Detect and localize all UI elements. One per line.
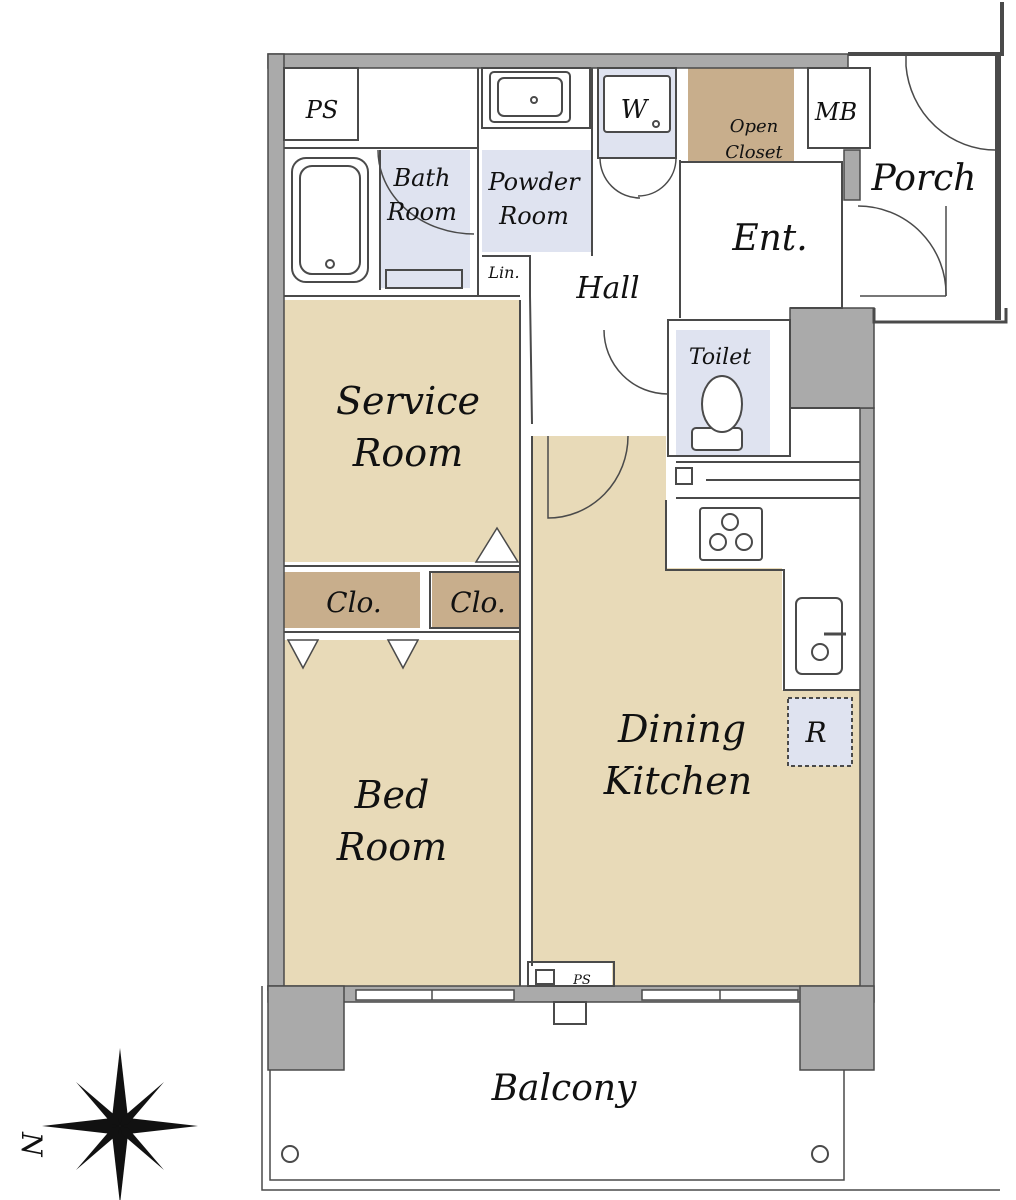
label-powder-line2: Room	[498, 202, 569, 230]
label-service-line1: Service	[336, 379, 480, 423]
label-service-line2: Room	[352, 431, 463, 475]
bathtub-drain	[325, 259, 335, 269]
dining-kitchen-floor	[532, 436, 860, 986]
label-closet-left: Clo.	[326, 586, 382, 619]
label-bath-line1: Bath	[392, 164, 450, 192]
porch-outline	[848, 2, 1004, 56]
label-ps-top: PS	[305, 96, 339, 124]
label-ps-bottom: PS	[572, 973, 591, 988]
label-dining-line2: Kitchen	[603, 759, 753, 803]
closet-door-marker-1	[286, 639, 320, 670]
stove	[699, 507, 763, 561]
label-open-closet-line2: Closet	[725, 142, 783, 163]
wall-right	[859, 407, 875, 1003]
closet-right-floor	[432, 572, 520, 628]
balcony-outline	[261, 986, 1000, 1191]
room-labels: PS Bath Room Powder Room W Open Closet M…	[305, 95, 977, 1109]
label-powder-line1: Powder	[487, 168, 581, 196]
label-washer: W	[621, 95, 650, 125]
label-open-closet-line1: Open	[730, 116, 779, 137]
walls	[267, 53, 875, 1071]
pillar-entrance	[789, 307, 875, 409]
compass-rose-icon	[42, 1048, 198, 1200]
wall-left	[267, 53, 285, 991]
label-bath-line2: Room	[386, 198, 457, 226]
balcony-inner	[269, 1070, 845, 1181]
fixtures	[281, 71, 853, 1163]
stove-burners	[709, 513, 753, 551]
toilet-bowl	[701, 375, 743, 433]
label-linen: Lin.	[487, 263, 519, 282]
label-porch: Porch	[871, 158, 977, 199]
compass-north-label: N	[15, 1131, 48, 1158]
bath-room-floor	[380, 150, 470, 288]
refrigerator-space	[787, 697, 853, 767]
wall-porch-post	[843, 149, 861, 201]
balcony-drain-left	[281, 1145, 299, 1163]
closet-door-marker-3	[474, 526, 520, 563]
kitchen-sink	[795, 597, 843, 675]
label-hall: Hall	[575, 271, 639, 306]
doors	[377, 54, 997, 519]
pillar-right	[799, 985, 875, 1071]
label-closet-right: Clo.	[450, 586, 506, 619]
washer-pan	[603, 75, 671, 133]
label-bed-line1: Bed	[354, 773, 430, 817]
wall-top	[267, 53, 849, 69]
washer-drain	[652, 120, 660, 128]
label-balcony: Balcony	[491, 1068, 637, 1109]
label-toilet: Toilet	[689, 345, 751, 370]
balcony-drain-right	[811, 1145, 829, 1163]
label-mb: MB	[814, 98, 857, 126]
kitchen-sink-drain	[811, 643, 829, 661]
closet-left-floor	[284, 572, 420, 628]
label-entrance: Ent.	[731, 218, 807, 259]
service-room-floor	[284, 300, 520, 562]
powder-room-floor	[482, 150, 592, 252]
balcony-hatch	[553, 1001, 587, 1025]
vanity-drain	[530, 96, 538, 104]
windows	[355, 989, 799, 1001]
open-closet-floor	[688, 68, 794, 162]
label-dining-line1: Dining	[617, 707, 746, 751]
label-refrigerator: R	[804, 716, 826, 749]
pillar-left	[267, 985, 345, 1071]
porch-bottom	[872, 308, 1008, 324]
label-bed-line2: Room	[336, 825, 447, 869]
partitions	[283, 67, 871, 987]
vanity-basin	[497, 77, 563, 117]
bathtub-inner	[299, 165, 361, 275]
closet-door-marker-2	[386, 639, 420, 670]
bed-room-floor	[284, 640, 520, 986]
